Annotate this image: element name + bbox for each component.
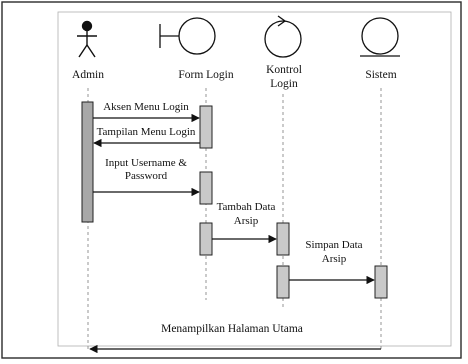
- entity-icon: [360, 17, 400, 57]
- participant-label-sistem: Sistem: [365, 69, 396, 81]
- participant-label-login: Login: [270, 78, 298, 90]
- participant-label-admin: Admin: [72, 69, 104, 81]
- message-label-line2: Arsip: [234, 215, 259, 227]
- participant-kontrol-login: Kontrol Login: [264, 15, 302, 90]
- participant-form-login: Form Login: [159, 17, 234, 81]
- participant-sistem: Sistem: [360, 17, 400, 81]
- activation-sistem: [374, 265, 388, 299]
- message-label-line1: Tambah Data: [217, 201, 276, 213]
- diagram-frame: [1, 1, 462, 359]
- activation-form-login-2: [199, 171, 213, 205]
- message-label-line1: Input Username &: [105, 157, 187, 169]
- message-label: Tampilan Menu Login: [97, 126, 196, 138]
- message-tambah-data-arsip: Tambah Data Arsip: [212, 201, 277, 244]
- activation-form-login-3: [199, 222, 213, 256]
- participant-label-kontrol: Kontrol: [266, 64, 302, 76]
- participant-label-form-login: Form Login: [178, 69, 234, 81]
- control-icon: [264, 15, 302, 58]
- message-menampilkan-halaman-utama: Menampilkan Halaman Utama: [89, 323, 381, 354]
- activation-kontrol-login-1: [276, 222, 290, 256]
- boundary-icon: [159, 17, 216, 55]
- message-label-line2: Password: [125, 170, 168, 182]
- message-label: Menampilkan Halaman Utama: [161, 323, 303, 335]
- diagram-inner-frame: [57, 11, 452, 347]
- activation-kontrol-login-2: [276, 265, 290, 299]
- message-tampilan-menu-login: Tampilan Menu Login: [93, 126, 200, 148]
- message-simpan-data-arsip: Simpan Data Arsip: [289, 239, 375, 285]
- actor-icon: [77, 20, 97, 58]
- message-input-username-password: Input Username & Password: [93, 157, 200, 197]
- activation-admin: [81, 101, 94, 223]
- message-aksen-menu-login: Aksen Menu Login: [93, 101, 200, 123]
- activation-form-login-1: [199, 105, 213, 149]
- message-label-line1: Simpan Data: [305, 239, 362, 251]
- message-label-line2: Arsip: [322, 253, 347, 265]
- participant-admin: Admin: [72, 20, 104, 81]
- message-label: Aksen Menu Login: [103, 101, 189, 113]
- activations: [81, 101, 388, 299]
